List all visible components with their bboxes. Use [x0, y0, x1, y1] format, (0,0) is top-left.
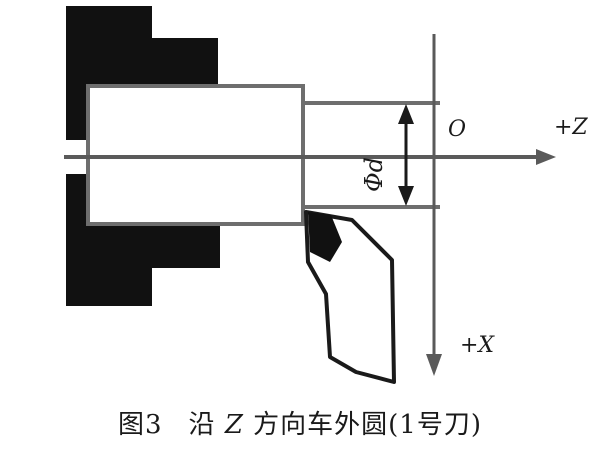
plus-x-label: +X [460, 333, 495, 358]
caption-text-after: 方向车外圆(1号刀) [243, 410, 482, 440]
diameter-arrowhead-top [398, 104, 414, 124]
caption-text-before: 沿 [188, 410, 225, 440]
cutting-tool-insert [308, 212, 342, 262]
chuck-jaw-bottom [66, 174, 220, 306]
plus-z-label: +Z [554, 115, 588, 140]
caption-axis: Z [224, 410, 244, 440]
figure-number: 图3 [118, 410, 163, 440]
x-axis-arrowhead [426, 354, 442, 376]
origin-label: O [448, 117, 466, 142]
diameter-arrowhead-bottom [398, 186, 414, 206]
turning-diagram: O +Z +X Φd [64, 6, 588, 384]
figure-caption: 图3 沿 Z 方向车外圆(1号刀) [0, 400, 600, 450]
chuck-jaw-top [66, 6, 218, 140]
z-axis-arrowhead [536, 149, 556, 165]
diameter-label: Φd [360, 157, 388, 192]
